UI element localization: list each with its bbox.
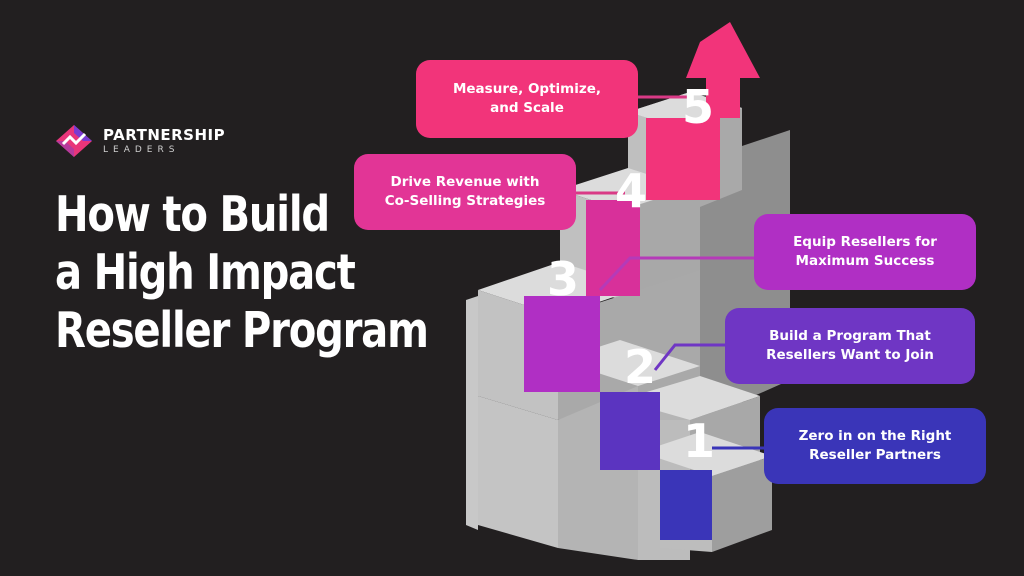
page-title: How to Build a High Impact Reseller Prog… bbox=[55, 186, 429, 360]
step-3-label-line-1: Equip Resellers for bbox=[793, 234, 937, 250]
step-1-label-line-2: Reseller Partners bbox=[809, 447, 941, 463]
brand-name: PARTNERSHIP bbox=[103, 125, 226, 144]
step-1-label-line-1: Zero in on the Right bbox=[798, 428, 952, 444]
step-5-carpet bbox=[646, 118, 720, 200]
step-4-number: 4 bbox=[615, 164, 648, 218]
step-3-number: 3 bbox=[547, 252, 580, 306]
step-5-number: 5 bbox=[682, 80, 715, 134]
step-4-carpet bbox=[586, 200, 640, 296]
brand-subname: LEADERS bbox=[103, 144, 180, 155]
step-2-number: 2 bbox=[624, 340, 657, 394]
step-5-label: Measure, Optimize, and Scale bbox=[416, 60, 638, 138]
step-4-label-line-1: Drive Revenue with bbox=[390, 174, 540, 190]
title-line-1: How to Build bbox=[55, 186, 330, 243]
title-line-3: Reseller Program bbox=[55, 302, 429, 359]
step-2-label-line-2: Resellers Want to Join bbox=[766, 347, 934, 363]
step-5-label-line-2: and Scale bbox=[490, 100, 564, 116]
title-line-2: a High Impact bbox=[55, 244, 356, 301]
step-5-label-line-1: Measure, Optimize, bbox=[452, 81, 602, 97]
step-2-carpet bbox=[600, 392, 660, 470]
brand-logo-icon bbox=[56, 125, 92, 157]
step-1-carpet bbox=[660, 470, 712, 540]
step-4-label-line-2: Co-Selling Strategies bbox=[384, 193, 546, 209]
up-arrow-icon bbox=[686, 22, 760, 118]
step-3-carpet bbox=[524, 296, 600, 392]
step-1-number: 1 bbox=[683, 414, 716, 468]
brand-logo: PARTNERSHIP LEADERS bbox=[55, 124, 225, 158]
step-2-label-line-1: Build a Program That bbox=[769, 328, 931, 344]
step-3-label-line-2: Maximum Success bbox=[795, 253, 935, 269]
